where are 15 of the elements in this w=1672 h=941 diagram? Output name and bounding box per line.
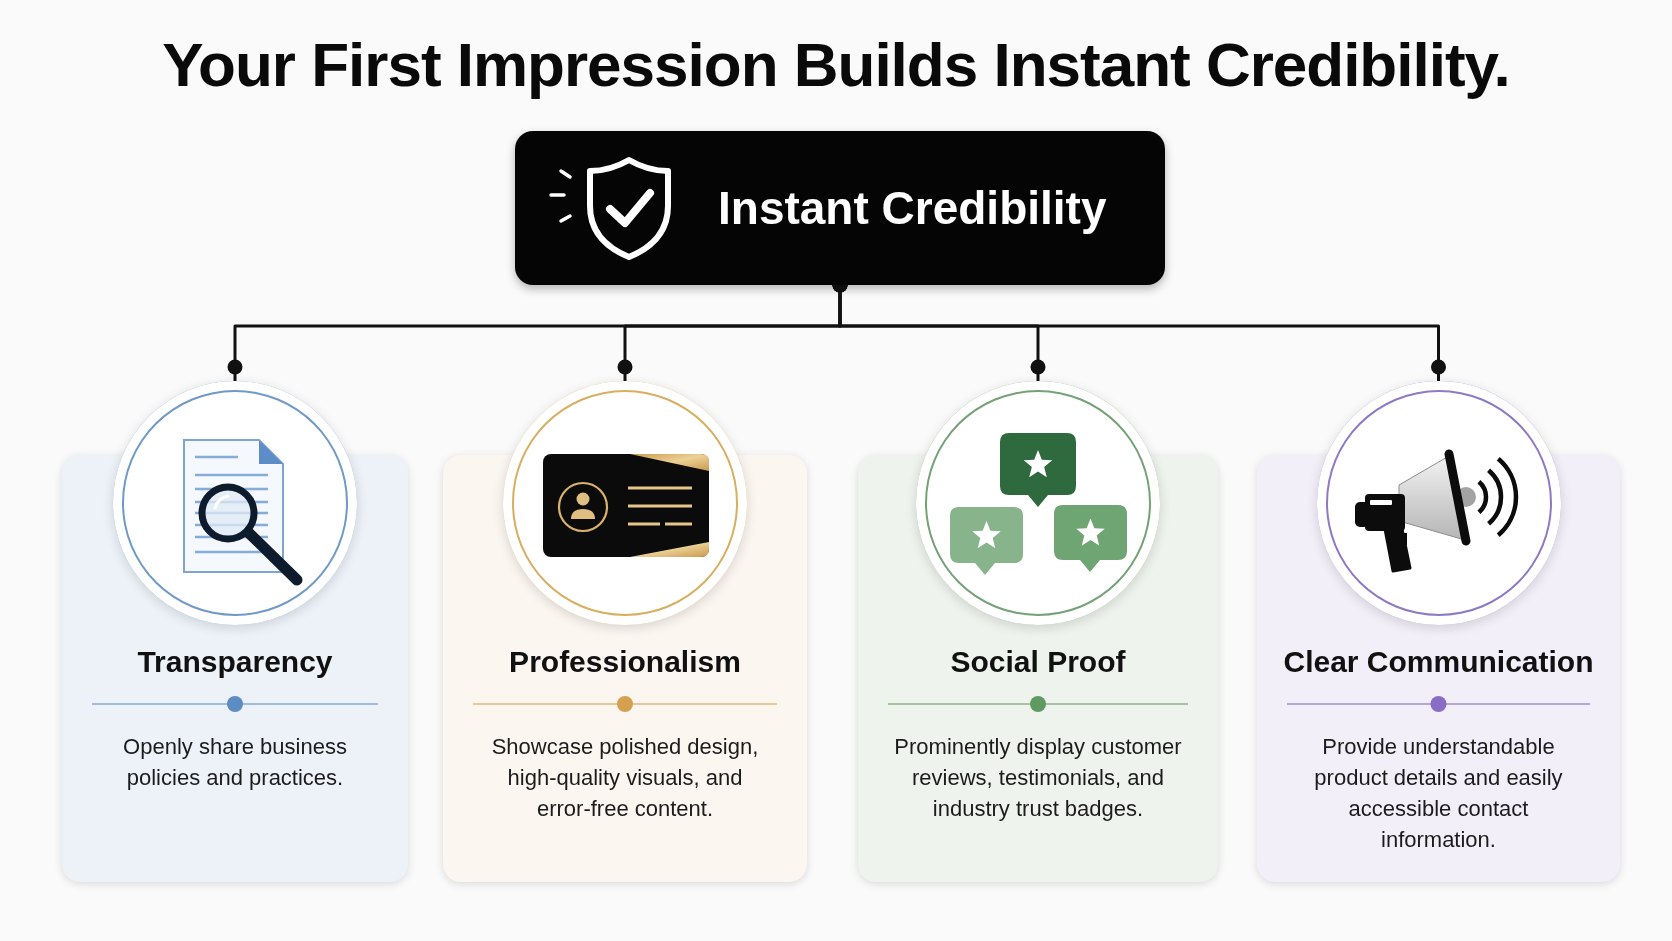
diagram-title: Your First Impression Builds Instant Credibility.: [162, 29, 1510, 101]
info-card: [62, 381, 408, 882]
heading-box: [515, 131, 1165, 285]
card-description: Provide understandable product details and easily accessible contact information.: [1313, 733, 1564, 854]
card-title: Transparency: [137, 644, 333, 680]
card-description: Openly share business policies and practices.: [122, 733, 348, 792]
box-title: Instant Credibility: [718, 181, 1107, 235]
card-description: Showcase polished design, high-quality visuals, and error-free content.: [490, 733, 760, 823]
info-card: [443, 381, 807, 882]
card-description: Prominently display customer reviews, testimonials, and industry trust badges.: [893, 733, 1183, 823]
info-card: [1257, 381, 1620, 882]
card-title: Social Proof: [950, 644, 1126, 680]
info-card: [858, 381, 1218, 882]
card-title: Professionalism: [509, 644, 741, 680]
card-title: Clear Communication: [1283, 644, 1594, 680]
